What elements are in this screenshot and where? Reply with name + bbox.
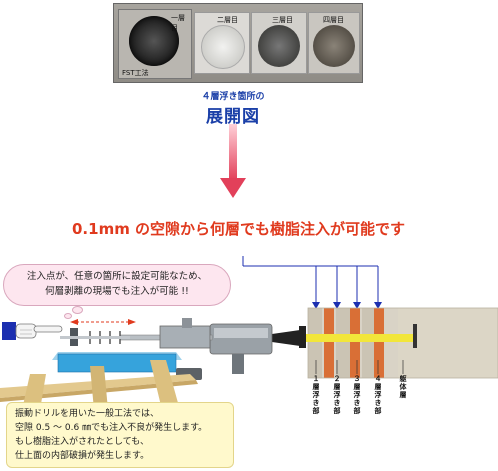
sample-tile-4: 四層目: [308, 12, 360, 74]
wall-section: [299, 307, 498, 379]
layer-label-2: ２層浮き部: [333, 375, 341, 415]
layer-label-1: １層浮き部: [312, 375, 320, 415]
down-arrow-icon: [220, 124, 246, 198]
bubble-tail-dot-1: [72, 306, 83, 314]
sample-tile-3: 三層目: [251, 12, 307, 74]
note-line-3: もし樹脂注入がされたとしても、: [15, 437, 150, 447]
caption-subtitle: ４層浮き箇所の: [201, 92, 265, 102]
bubble-tail-dot-2: [64, 313, 72, 319]
injection-gun: [60, 318, 300, 374]
bubble-line-2: 何層剥離の現場でも注入が可能 !!: [45, 286, 189, 297]
body-layer-label: 躯体層: [399, 375, 407, 399]
note-line-4: 仕上面の内部破損が発生します。: [15, 451, 150, 461]
adjust-range-arrow: [70, 319, 136, 325]
core-sample-3: [258, 25, 300, 67]
sample-tile-2: 二層目: [194, 12, 250, 74]
injection-diagram: [0, 256, 498, 410]
note-line-2: 空隙 0.5 ～ 0.6 ㎜でも注入不良が発生します。: [15, 423, 208, 433]
sample-photo-strip: 一層目 FST工法 二層目 三層目 四層目: [113, 3, 363, 83]
layer-label-4: ４層浮き部: [374, 375, 382, 415]
core-sample-4: [313, 25, 355, 67]
sample-tile-1: 一層目 FST工法: [118, 9, 192, 79]
pointing-hand-icon: [2, 322, 63, 340]
core-sample-1: [129, 16, 179, 66]
resin-tray: [52, 352, 182, 373]
sample-label-1: 一層目: [171, 14, 185, 32]
headline: 0.1mm の空隙から何層でも樹脂注入が可能です: [72, 220, 406, 238]
method-label: FST工法: [122, 69, 149, 77]
sample-label-3: 三層目: [272, 16, 293, 24]
sample-label-4: 四層目: [323, 16, 344, 24]
layer-label-3: ３層浮き部: [353, 375, 361, 415]
speech-bubble: 注入点が、任意の箇所に設定可能なため、 何層剥離の現場でも注入が可能 !!: [3, 264, 231, 306]
note-box: 振動ドリルを用いた一般工法では、 空隙 0.5 ～ 0.6 ㎜でも注入不良が発生…: [6, 402, 234, 468]
wooden-stand: [0, 360, 202, 410]
layer-indicator-lines: [242, 256, 382, 309]
bubble-line-1: 注入点が、任意の箇所に設定可能なため、: [26, 271, 208, 282]
caption-title: 展開図: [206, 107, 260, 127]
note-line-1: 振動ドリルを用いた一般工法では、: [15, 409, 160, 419]
label-leader-lines: [315, 360, 404, 374]
core-sample-2: [201, 25, 245, 69]
sample-label-2: 二層目: [217, 16, 238, 24]
